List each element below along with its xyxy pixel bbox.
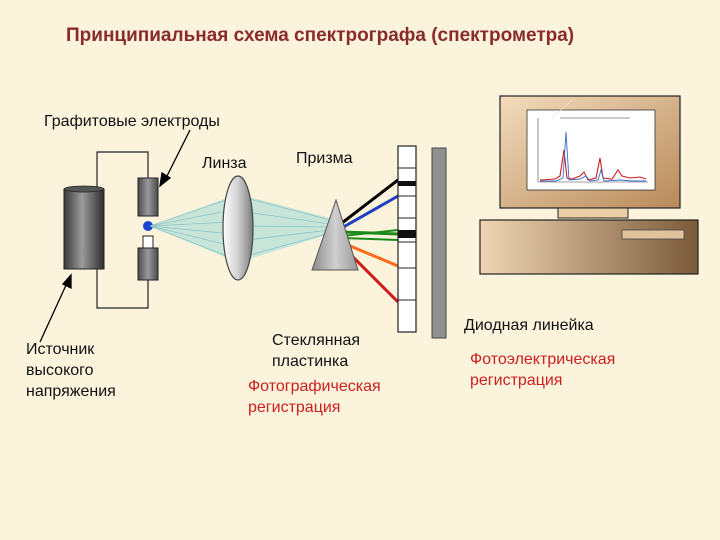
pointer-arrows bbox=[39, 99, 573, 343]
wiring bbox=[96, 151, 149, 309]
spectrum-rays bbox=[337, 178, 400, 304]
mini-spectrum-plot bbox=[537, 117, 648, 183]
diode-array-label: Диодная линейка bbox=[464, 317, 594, 334]
source-label: Источник высокого напряжения bbox=[26, 341, 116, 400]
lens-icon bbox=[222, 175, 254, 281]
arc-spark bbox=[143, 221, 153, 231]
prism-label: Призма bbox=[296, 150, 353, 167]
page-title: Принципиальная схема спектрографа (спект… bbox=[66, 25, 575, 46]
glass-plate-label: Стеклянная пластинка bbox=[272, 332, 361, 370]
lens-label: Линза bbox=[202, 155, 247, 172]
photoelectric-registration-label: Фотоэлектрическая регистрация bbox=[470, 351, 616, 389]
glass-plate bbox=[397, 145, 417, 333]
diode-array bbox=[431, 147, 447, 339]
computer-icon bbox=[479, 95, 699, 275]
electrodes-label: Графитовые электроды bbox=[44, 113, 220, 130]
power-source-icon bbox=[63, 185, 105, 270]
electrode-pair-icon bbox=[137, 177, 159, 281]
photo-registration-label: Фотографическая регистрация bbox=[248, 378, 381, 416]
light-path bbox=[149, 196, 331, 260]
prism-icon bbox=[311, 198, 359, 271]
